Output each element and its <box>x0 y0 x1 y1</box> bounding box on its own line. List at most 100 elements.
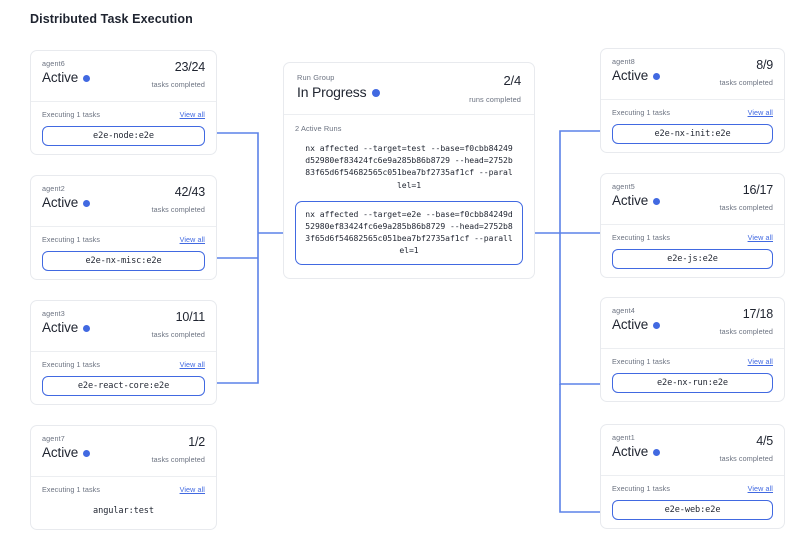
agent-card-body: Executing 1 tasks View all e2e-nx-run:e2… <box>601 349 784 401</box>
agent-name: agent4 <box>612 306 635 315</box>
status-dot-icon <box>83 75 91 82</box>
agent-count-label: tasks completed <box>151 205 205 214</box>
agent-status: Active <box>42 320 205 335</box>
agent-status-label: Active <box>612 444 649 459</box>
view-all-link[interactable]: View all <box>747 484 773 493</box>
agent-body-header: Executing 1 tasks View all <box>42 360 205 369</box>
agent-status-label: Active <box>612 193 649 208</box>
executing-label: Executing 1 tasks <box>612 233 671 242</box>
agent-name: agent7 <box>42 434 65 443</box>
agent-count-value: 8/9 <box>756 58 773 72</box>
agent-status-label: Active <box>42 445 79 460</box>
agent-card-header: agent5 Active 16/17 tasks completed <box>601 174 784 225</box>
agent-body-header: Executing 1 tasks View all <box>612 108 773 117</box>
agent-status-label: Active <box>42 320 79 335</box>
agent-status-label: Active <box>612 68 649 83</box>
run-group-header: Run Group In Progress 2/4 runs completed <box>284 63 534 115</box>
agent-card-agent7[interactable]: agent7 Active 1/2 tasks completed Execut… <box>30 425 217 530</box>
task-pill[interactable]: angular:test <box>42 501 205 521</box>
run-group-label: Run Group <box>297 73 335 82</box>
agent-card-body: Executing 1 tasks View all e2e-nx-misc:e… <box>31 227 216 279</box>
run-group-status: In Progress <box>297 84 521 100</box>
agent-card-agent5[interactable]: agent5 Active 16/17 tasks completed Exec… <box>600 173 785 278</box>
agent-count-value: 4/5 <box>756 434 773 448</box>
agent-body-header: Executing 1 tasks View all <box>612 233 773 242</box>
agent-status: Active <box>42 70 205 85</box>
agent-card-agent1[interactable]: agent1 Active 4/5 tasks completed Execut… <box>600 424 785 529</box>
agent-card-body: Executing 1 tasks View all e2e-nx-init:e… <box>601 100 784 152</box>
run-group-count-block: 2/4 runs completed <box>469 73 521 104</box>
agent-count-block: 8/9 tasks completed <box>720 58 774 87</box>
agent-status: Active <box>612 444 773 459</box>
agent-card-body: Executing 1 tasks View all angular:test <box>31 477 216 529</box>
agent-card-body: Executing 1 tasks View all e2e-web:e2e <box>601 476 784 528</box>
task-pill[interactable]: e2e-node:e2e <box>42 126 205 146</box>
agent-card-agent8[interactable]: agent8 Active 8/9 tasks completed Execut… <box>600 48 785 153</box>
agent-card-agent2[interactable]: agent2 Active 42/43 tasks completed Exec… <box>30 175 217 280</box>
agent-status-label: Active <box>42 195 79 210</box>
executing-label: Executing 1 tasks <box>612 108 671 117</box>
run-group-status-label: In Progress <box>297 84 367 100</box>
task-pill[interactable]: e2e-web:e2e <box>612 500 773 520</box>
view-all-link[interactable]: View all <box>747 357 773 366</box>
agent-count-block: 10/11 tasks completed <box>151 310 206 339</box>
run-group-count-value: 2/4 <box>503 73 522 88</box>
view-all-link[interactable]: View all <box>179 485 205 494</box>
page-title: Distributed Task Execution <box>30 12 193 26</box>
executing-label: Executing 1 tasks <box>42 360 101 369</box>
agent-card-agent3[interactable]: agent3 Active 10/11 tasks completed Exec… <box>30 300 217 405</box>
agent-card-body: Executing 1 tasks View all e2e-js:e2e <box>601 225 784 277</box>
agent-card-header: agent4 Active 17/18 tasks completed <box>601 298 784 349</box>
view-all-link[interactable]: View all <box>747 233 773 242</box>
agent-card-header: agent7 Active 1/2 tasks completed <box>31 426 216 477</box>
agent-count-label: tasks completed <box>151 330 205 339</box>
agent-count-block: 4/5 tasks completed <box>719 434 774 463</box>
status-dot-icon <box>83 450 91 457</box>
agent-status: Active <box>612 68 773 83</box>
run-group-panel[interactable]: Run Group In Progress 2/4 runs completed… <box>283 62 535 279</box>
status-dot-icon <box>372 89 381 97</box>
agent-name: agent6 <box>42 59 65 68</box>
agent-card-agent4[interactable]: agent4 Active 17/18 tasks completed Exec… <box>600 297 785 402</box>
agent-count-label: tasks completed <box>719 203 773 212</box>
agent-count-label: tasks completed <box>151 80 205 89</box>
view-all-link[interactable]: View all <box>179 110 205 119</box>
agent-body-header: Executing 1 tasks View all <box>42 235 205 244</box>
agent-card-header: agent6 Active 23/24 tasks completed <box>31 51 216 102</box>
run-group-count-label: runs completed <box>469 95 521 104</box>
agent-count-block: 42/43 tasks completed <box>151 185 206 214</box>
agent-body-header: Executing 1 tasks View all <box>42 485 205 494</box>
executing-label: Executing 1 tasks <box>42 235 101 244</box>
agent-card-body: Executing 1 tasks View all e2e-react-cor… <box>31 352 216 404</box>
task-pill[interactable]: e2e-nx-init:e2e <box>612 124 773 144</box>
executing-label: Executing 1 tasks <box>612 484 671 493</box>
agent-count-value: 23/24 <box>174 60 205 74</box>
agent-count-block: 23/24 tasks completed <box>151 60 206 89</box>
view-all-link[interactable]: View all <box>747 108 773 117</box>
agent-body-header: Executing 1 tasks View all <box>612 484 773 493</box>
agent-count-block: 1/2 tasks completed <box>152 435 206 464</box>
agent-name: agent8 <box>612 57 635 66</box>
run-command[interactable]: nx affected --target=test --base=f0cbb84… <box>305 143 513 190</box>
status-dot-icon <box>653 198 661 205</box>
task-pill[interactable]: e2e-react-core:e2e <box>42 376 205 396</box>
task-pill[interactable]: e2e-js:e2e <box>612 249 773 269</box>
executing-label: Executing 1 tasks <box>42 485 101 494</box>
agent-body-header: Executing 1 tasks View all <box>612 357 773 366</box>
agent-count-value: 1/2 <box>188 435 205 449</box>
agent-status: Active <box>42 195 205 210</box>
task-pill[interactable]: e2e-nx-misc:e2e <box>42 251 205 271</box>
agent-count-value: 42/43 <box>174 185 205 199</box>
run-command-active[interactable]: nx affected --target=e2e --base=f0cbb842… <box>295 200 523 265</box>
view-all-link[interactable]: View all <box>179 360 205 369</box>
agent-card-header: agent2 Active 42/43 tasks completed <box>31 176 216 227</box>
agent-status: Active <box>42 445 205 460</box>
agent-count-value: 17/18 <box>742 307 773 321</box>
agent-count-label: tasks completed <box>719 327 773 336</box>
agent-status: Active <box>612 193 773 208</box>
agent-card-agent6[interactable]: agent6 Active 23/24 tasks completed Exec… <box>30 50 217 155</box>
task-pill[interactable]: e2e-nx-run:e2e <box>612 373 773 393</box>
agent-card-header: agent1 Active 4/5 tasks completed <box>601 425 784 476</box>
view-all-link[interactable]: View all <box>179 235 205 244</box>
agent-count-label: tasks completed <box>719 454 773 463</box>
